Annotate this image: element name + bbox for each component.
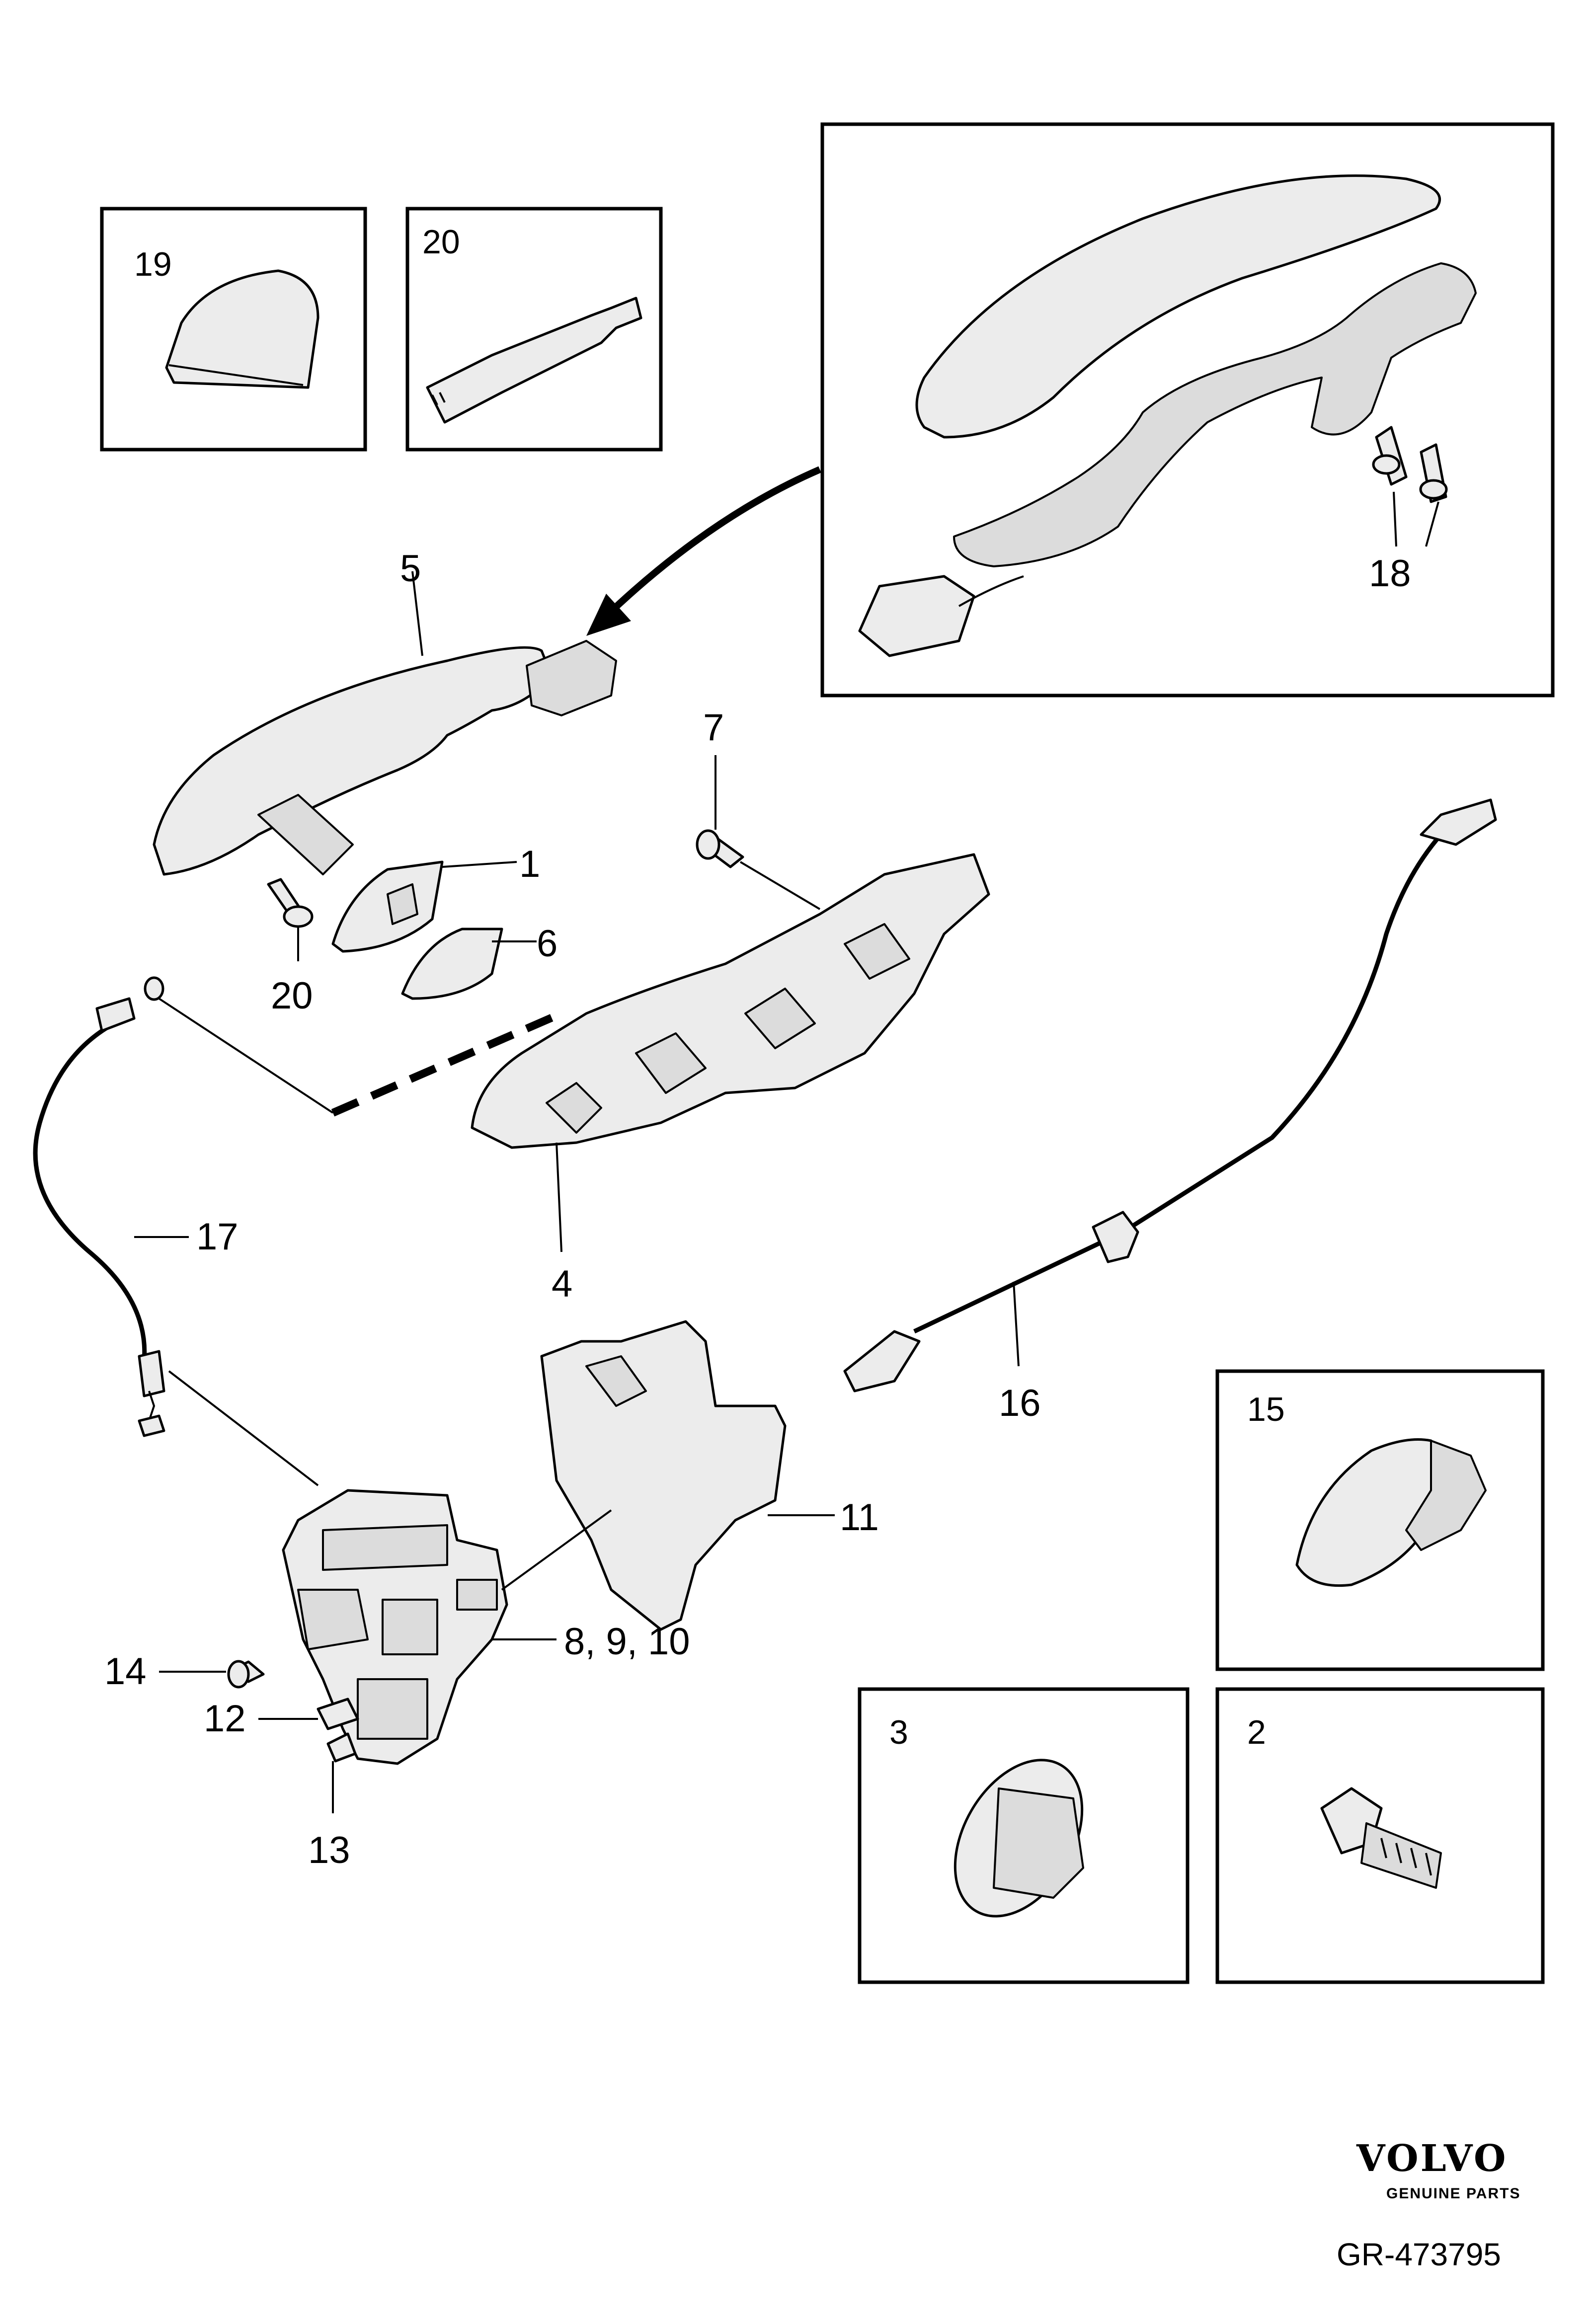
pin-13: 13	[308, 1732, 357, 1871]
pointer-arrowhead	[586, 594, 631, 636]
callout-11: 11	[840, 1496, 879, 1539]
inset-box-2: 2	[1215, 1687, 1545, 1984]
callout-14: 14	[104, 1650, 147, 1693]
callout-6: 6	[537, 923, 557, 965]
callout-8-9-10: 8, 9, 10	[564, 1621, 690, 1663]
inset-box-20: 20	[405, 207, 663, 452]
inset-box-15: 15	[1215, 1369, 1545, 1671]
lock-body-8-9-10: 8, 9, 10	[282, 1489, 690, 1765]
cover-cap-1: 1	[331, 843, 540, 953]
brand-tagline: GENUINE PARTS	[1386, 2185, 1520, 2202]
outer-handle-5: 5	[153, 547, 617, 876]
callout-5: 5	[400, 547, 421, 590]
inset-box-19: 19	[100, 207, 367, 452]
screw-20: 20	[267, 878, 314, 1017]
reference-number: GR-473795	[1337, 2237, 1501, 2272]
handle-cover-detail	[915, 174, 1441, 439]
inset-box-3: 3	[858, 1687, 1190, 1984]
callout-3: 3	[889, 1713, 908, 1751]
callout-2: 2	[1247, 1713, 1266, 1751]
callout-18: 18	[1369, 552, 1411, 595]
inset-box-handle-detail: 18	[586, 122, 1555, 697]
callout-13: 13	[308, 1829, 350, 1871]
brand-block: VOLVO GENUINE PARTS GR-473795	[1337, 2137, 1520, 2272]
gasket-6: 6	[401, 923, 557, 1000]
lock-cover-11: 11	[540, 1320, 879, 1631]
callout-20-screw: 20	[271, 975, 313, 1017]
plug-part-15	[1295, 1438, 1437, 1587]
tube-part-20	[426, 297, 642, 424]
callout-12: 12	[204, 1698, 246, 1740]
handle-base-detail	[953, 262, 1477, 567]
rod-16: 16	[843, 798, 1497, 1424]
screw-7: 7	[696, 706, 821, 910]
pointer-arrow	[604, 466, 821, 619]
callout-17: 17	[196, 1216, 239, 1258]
handle-carrier-4: 4	[471, 853, 990, 1305]
callout-15: 15	[1247, 1391, 1285, 1428]
screw-14: 14	[104, 1650, 265, 1693]
callout-19: 19	[134, 245, 172, 283]
pin-12: 12	[204, 1698, 359, 1740]
callout-16: 16	[999, 1382, 1041, 1424]
callout-20-box: 20	[422, 223, 460, 261]
connector-detail	[858, 575, 975, 657]
brand-name: VOLVO	[1356, 2137, 1508, 2180]
cap-part-19	[165, 269, 319, 389]
cable-17: 17	[33, 976, 334, 1486]
callout-4: 4	[552, 1263, 572, 1305]
callout-1: 1	[519, 843, 540, 885]
callout-7: 7	[703, 706, 724, 749]
